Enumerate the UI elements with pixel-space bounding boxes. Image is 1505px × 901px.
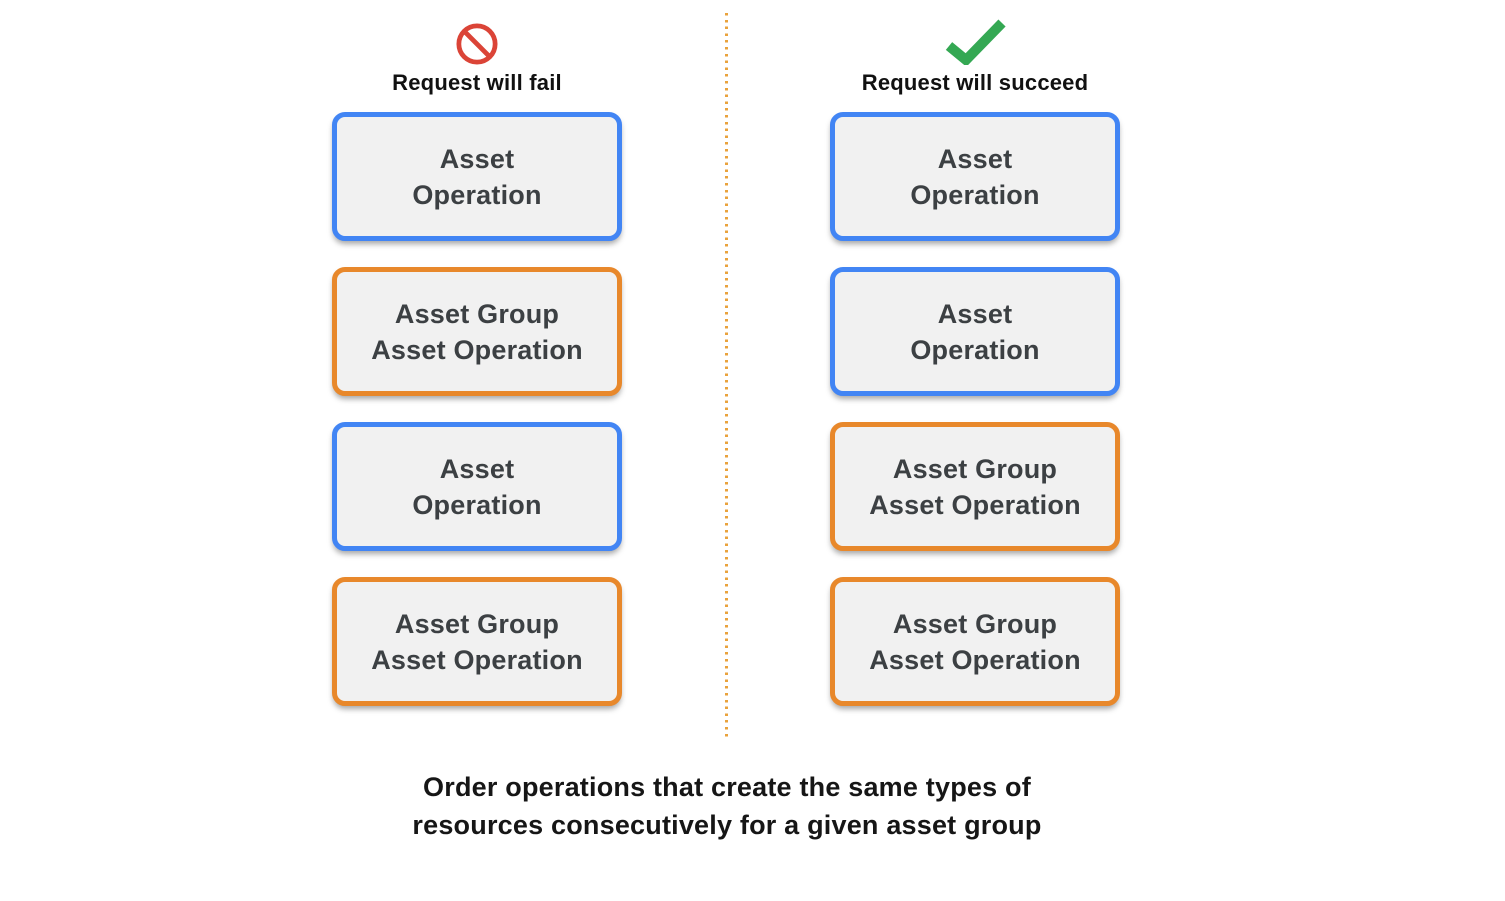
caption-line: Order operations that create the same ty… [423,772,1031,802]
box-label-line: Asset [439,143,515,174]
box-label-line: Asset Group [394,298,560,329]
box-label-line: Asset [937,143,1013,174]
asset-operation-box: Asset Operation [830,267,1120,396]
diagram-caption: Order operations that create the same ty… [0,768,1454,844]
prohibition-icon [456,23,498,65]
asset-group-asset-operation-box: Asset Group Asset Operation [830,577,1120,706]
box-label-line: Operation [412,179,542,210]
box-label-line: Asset [937,298,1013,329]
asset-operation-box: Asset Operation [830,112,1120,241]
asset-operation-box: Asset Operation [332,112,622,241]
box-label-line: Operation [910,179,1040,210]
fail-column-title: Request will fail [392,70,562,95]
box-label-line: Asset Operation [869,489,1081,520]
box-label-line: Asset Group [394,608,560,639]
box-label-line: Asset Operation [869,644,1081,675]
succeed-column-title: Request will succeed [861,70,1089,95]
box-label-line: Operation [910,334,1040,365]
fail-column-header: Request will fail [332,0,622,112]
box-label-line: Asset Operation [371,644,583,675]
succeed-column: Request will succeed Asset Operation Ass… [830,0,1120,732]
asset-group-asset-operation-box: Asset Group Asset Operation [332,267,622,396]
succeed-column-header: Request will succeed [830,0,1120,112]
box-label-line: Operation [412,489,542,520]
column-divider [725,13,728,740]
asset-operation-box: Asset Operation [332,422,622,551]
box-label-line: Asset Group [892,453,1058,484]
checkmark-icon [944,19,1006,65]
caption-line: resources consecutively for a given asse… [412,810,1042,840]
box-label-line: Asset [439,453,515,484]
asset-group-asset-operation-box: Asset Group Asset Operation [332,577,622,706]
box-label-line: Asset Group [892,608,1058,639]
asset-group-asset-operation-box: Asset Group Asset Operation [830,422,1120,551]
fail-column: Request will fail Asset Operation Asset … [332,0,622,732]
box-label-line: Asset Operation [371,334,583,365]
